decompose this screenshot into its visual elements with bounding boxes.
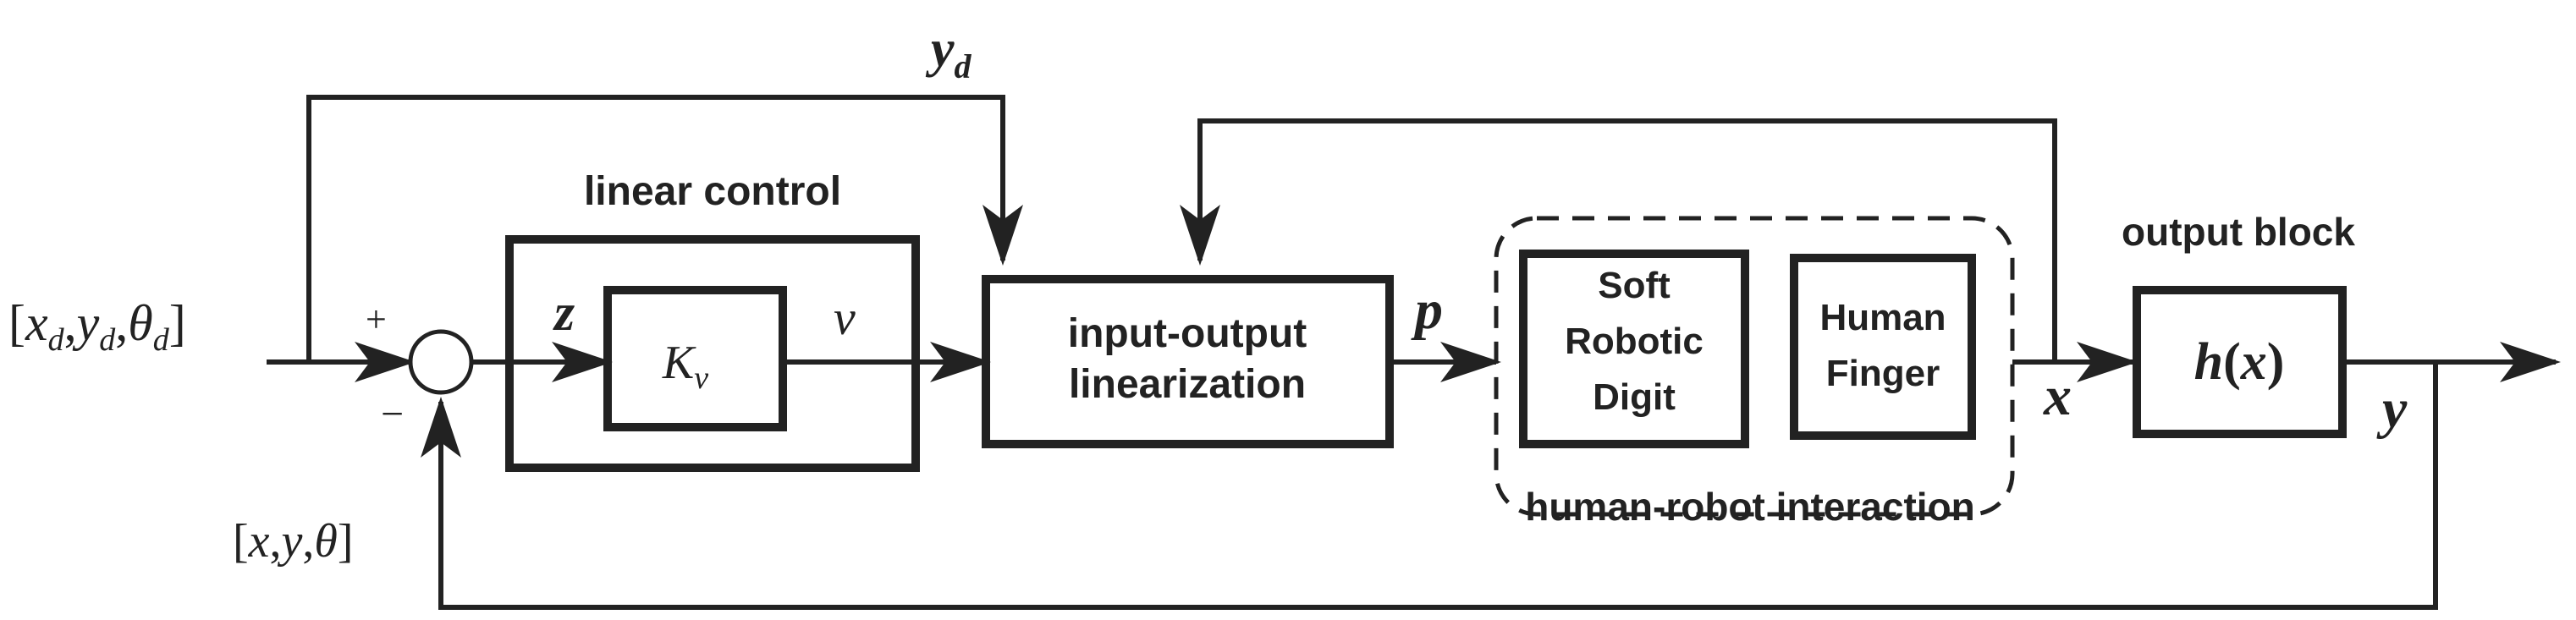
v-label: v: [834, 290, 856, 345]
human-robot-interaction-block: [1494, 216, 2015, 517]
x-label: x: [2043, 365, 2072, 427]
gain-block: [603, 286, 787, 431]
soft-digit-label-line1: Soft: [1598, 265, 1671, 306]
summing-junction: [408, 329, 474, 395]
ioln-label-line2: linearization: [1069, 362, 1306, 407]
soft-digit-label-line2: Robotic: [1565, 321, 1704, 362]
soft-robotic-digit-block: [1519, 250, 1749, 448]
linear-control-title: linear control: [584, 169, 841, 214]
measured-state-label: [x,y,θ]: [233, 515, 354, 568]
y-label: y: [2376, 378, 2408, 440]
linear-control-block: [505, 235, 920, 472]
output-block-title: output block: [2122, 210, 2355, 254]
minus-sign: −: [381, 392, 404, 436]
y-feedback-line: [421, 362, 2438, 610]
x-feedback-line: [1180, 118, 2057, 362]
plus-sign: +: [366, 299, 387, 340]
output-block: [2133, 286, 2347, 438]
human-finger-block: [1790, 254, 1976, 440]
soft-digit-label-line3: Digit: [1593, 376, 1676, 418]
ioln-label-line1: input-output: [1068, 311, 1307, 356]
desired-output-label: yd: [925, 20, 972, 85]
interaction-title: human-robot interaction: [1525, 485, 1975, 529]
output-function-label: h(x): [2194, 333, 2285, 391]
setpoint-label: [xd,yd,θd]: [8, 295, 186, 358]
gain-label: Kv: [662, 337, 708, 396]
human-finger-label-line1: Human: [1819, 297, 1946, 338]
z-label: z: [553, 284, 575, 342]
p-label: p: [1411, 279, 1443, 341]
io-linearization-block: [982, 275, 1394, 448]
human-finger-label-line2: Finger: [1826, 353, 1940, 394]
yd-feedforward-line: [306, 95, 1023, 362]
